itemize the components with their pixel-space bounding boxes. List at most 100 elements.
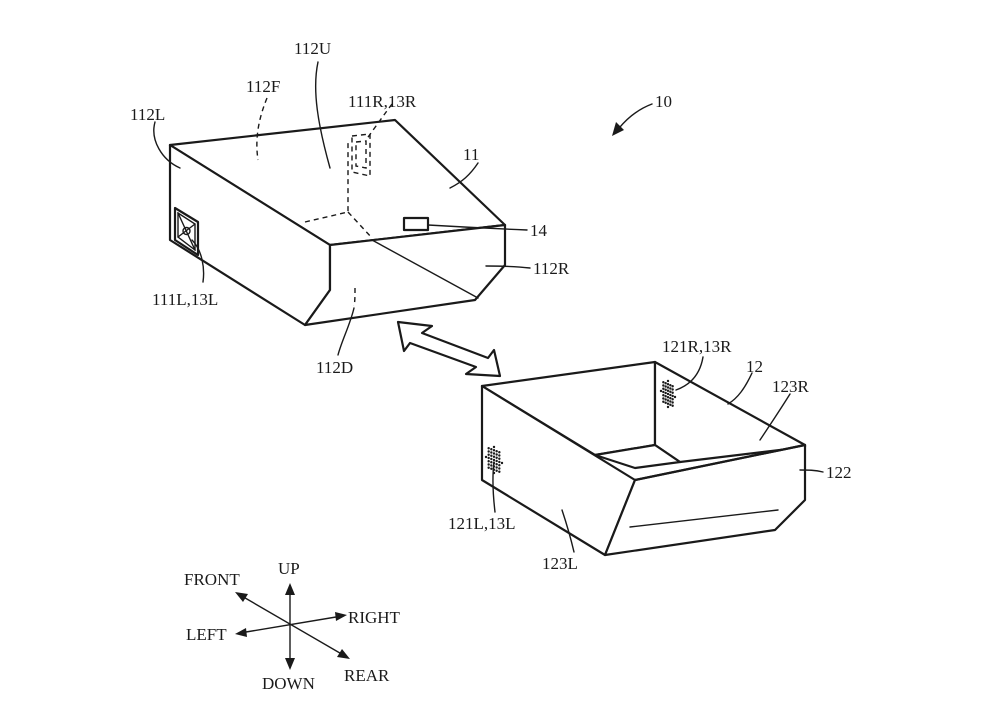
vent-hole [664,385,667,388]
vent-hole [484,455,488,459]
vent-hole [490,467,493,470]
vent-hole [492,458,496,462]
vent-hole [671,398,674,401]
upper-hidden-edges [304,140,349,223]
vent-hole [671,391,674,394]
leader-11 [449,162,479,189]
vent-hole [500,461,504,465]
leader-112U [314,61,331,169]
leader-121L [492,461,496,513]
leader-122 [799,469,824,473]
vent-hole [487,447,490,450]
label-123R: 123R [772,377,810,396]
leader-111R [365,103,393,141]
leader-112D-dash [353,287,356,307]
vent-hole [490,457,493,461]
vent-hole [495,453,498,456]
leader-112R [485,265,531,269]
label-112U: 112U [294,39,331,58]
vent-hole [666,389,670,392]
vent-hole [495,466,498,469]
vent-hole [498,451,501,454]
vent-hole [664,382,667,385]
vent-hole [669,400,672,403]
vent-hole [662,390,665,394]
label-121R-13R: 121R,13R [662,337,732,356]
label-112R: 112R [533,259,570,278]
vent-hole [487,456,490,460]
right-vent-holes [659,379,677,409]
leader-112D [337,307,355,356]
vent-hole [498,470,501,473]
label-112L: 112L [130,105,165,124]
leader-12 [727,372,753,405]
vent-hole [498,460,501,464]
vent-hole [490,454,493,457]
compass-front-rear-axis [239,594,346,657]
label-compass-rear: REAR [344,666,390,685]
vent-hole [669,393,672,397]
vent-hole [498,454,501,457]
label-12: 12 [746,357,763,376]
vent-hole [662,381,665,384]
label-compass-up: UP [278,559,300,578]
vent-hole [671,404,674,407]
compass-left-right-axis [239,615,343,634]
label-compass-front: FRONT [184,570,240,589]
compass-front-arrow [235,592,248,602]
upper-hidden-edge-2 [347,211,373,239]
leader-123L [561,509,575,553]
label-11: 11 [463,145,479,164]
upper-unit [153,61,531,356]
vent-hole [669,387,672,390]
lower-top-edge [633,443,807,482]
vent-hole [664,388,667,391]
label-112D: 112D [316,358,353,377]
insert-double-arrow [396,320,502,378]
vent-hole [666,396,670,399]
vent-hole [666,386,670,389]
compass-left-arrow [235,628,247,637]
vent-hole [671,388,674,391]
vent-hole [666,405,670,409]
vent-hole [495,469,498,472]
lower-right-wall [653,360,807,464]
fan-icon [173,206,200,257]
label-14: 14 [530,221,548,240]
label-111R-13R: 111R,13R [348,92,417,111]
vent-hole [492,445,496,449]
lower-panel-line [629,509,779,528]
leader-14 [427,224,528,231]
vent-hole [492,449,496,452]
label-121L-13L: 121L,13L [448,514,516,533]
vent-hole [671,401,674,404]
vent-hole [492,452,496,455]
vent-hole [662,397,665,400]
vent-hole [662,400,665,403]
figure-ref-arrow [612,103,653,136]
label-111L-13L: 111L,13L [152,290,218,309]
vent-hole [666,379,670,383]
vent-hole [487,466,490,469]
vent-hole [669,403,672,406]
leader-111L [191,239,205,283]
lower-floor [593,443,682,470]
vent-hole [495,463,498,466]
direction-compass [235,583,350,670]
vent-hole [487,453,490,456]
compass-down-arrow [285,658,295,670]
vent-hole [495,450,498,453]
vent-hole [671,385,674,388]
vent-hole [487,450,490,453]
leader-121R [675,356,704,391]
label-compass-down: DOWN [262,674,315,693]
vent-hole [498,464,501,467]
vent-hole [662,384,665,387]
vent-hole [664,398,667,401]
vent-hole [666,392,670,396]
compass-right-arrow [335,612,347,621]
vent-hole [495,456,498,459]
label-compass-right: RIGHT [348,608,401,627]
vent-hole [498,457,501,460]
